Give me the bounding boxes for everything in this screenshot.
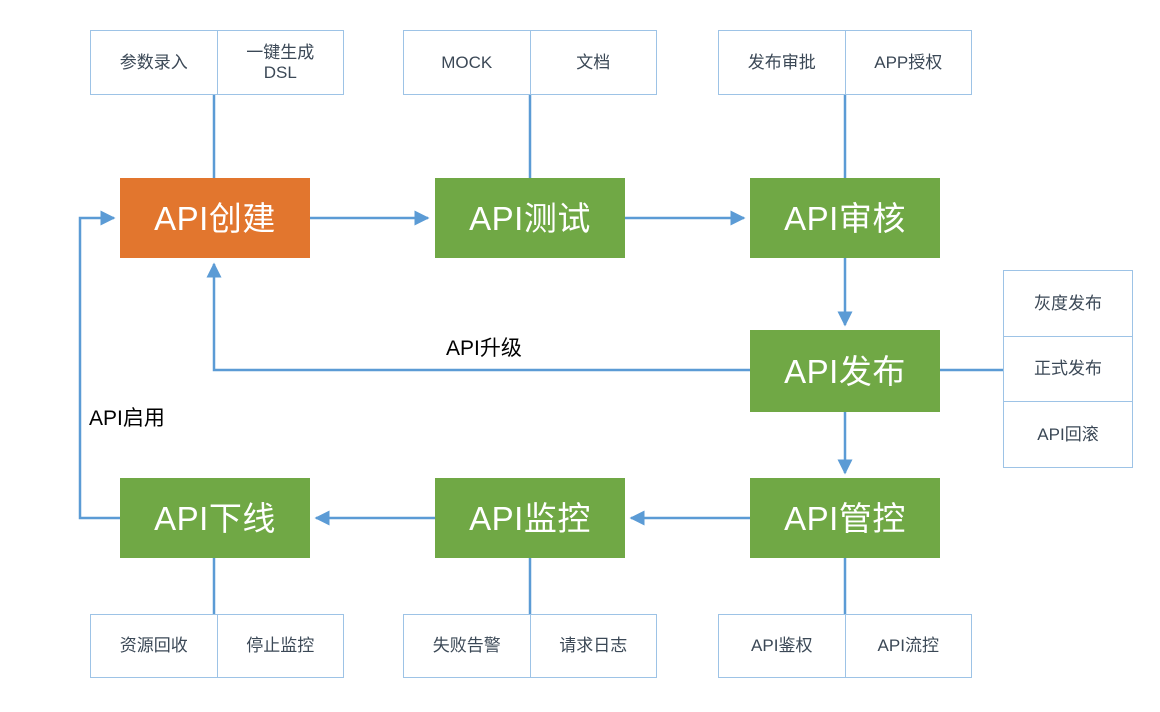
subcell-stop-monitoring[interactable]: 停止监控 xyxy=(216,615,344,677)
node-api-govern[interactable]: API管控 xyxy=(750,478,940,558)
subcell-formal-release[interactable]: 正式发布 xyxy=(1004,335,1132,402)
subcell-gray-release[interactable]: 灰度发布 xyxy=(1034,293,1102,313)
subgroup-review-attrs: 发布审批 APP授权 xyxy=(718,30,972,95)
edge-label-api-enable: API启用 xyxy=(89,407,165,430)
subcell-generate-dsl[interactable]: 一键生成 DSL xyxy=(216,31,344,94)
subgroup-offline-attrs: 资源回收 停止监控 xyxy=(90,614,344,678)
subgroup-govern-attrs: API鉴权 API流控 xyxy=(718,614,972,678)
node-api-test[interactable]: API测试 xyxy=(435,178,625,258)
node-api-review[interactable]: API审核 xyxy=(750,178,940,258)
node-api-publish[interactable]: API发布 xyxy=(750,330,940,412)
subcell-api-auth[interactable]: API鉴权 xyxy=(751,636,813,656)
subcell-document[interactable]: 文档 xyxy=(529,31,657,94)
subgroup-create-attrs: 参数录入 一键生成 DSL xyxy=(90,30,344,95)
node-api-create[interactable]: API创建 xyxy=(120,178,310,258)
arrow-api-enable xyxy=(78,210,120,520)
subcell-api-rate-limit[interactable]: API流控 xyxy=(844,615,972,677)
node-api-offline[interactable]: API下线 xyxy=(120,478,310,558)
subgroup-publish-attrs: 灰度发布 正式发布 API回滚 xyxy=(1003,270,1133,468)
subcell-mock[interactable]: MOCK xyxy=(441,52,493,72)
subcell-request-log[interactable]: 请求日志 xyxy=(529,615,657,677)
subgroup-test-attrs: MOCK 文档 xyxy=(403,30,657,95)
subcell-resource-reclaim[interactable]: 资源回收 xyxy=(119,636,188,656)
subcell-app-authorization[interactable]: APP授权 xyxy=(844,31,972,94)
edge-label-api-upgrade: API升级 xyxy=(446,337,522,360)
subcell-param-entry[interactable]: 参数录入 xyxy=(119,52,188,72)
subgroup-monitor-attrs: 失败告警 请求日志 xyxy=(403,614,657,678)
subcell-api-rollback[interactable]: API回滚 xyxy=(1004,401,1132,467)
node-api-monitor[interactable]: API监控 xyxy=(435,478,625,558)
subcell-publish-approval[interactable]: 发布审批 xyxy=(747,52,816,72)
subcell-failure-alert[interactable]: 失败告警 xyxy=(432,636,501,656)
